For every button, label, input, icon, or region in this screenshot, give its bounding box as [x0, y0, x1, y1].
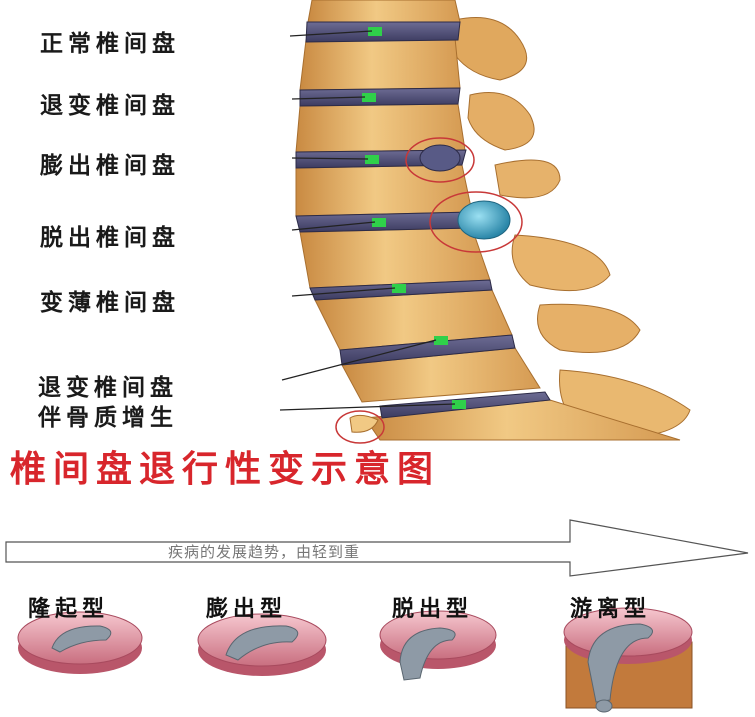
stage-illustration-3 [379, 610, 497, 681]
label-degenerated-spur-1: 退变椎间盘 [38, 374, 178, 401]
stage-illustration-2 [197, 613, 327, 676]
stage-label-2: 膨出型 [206, 597, 288, 622]
bone-spur [349, 414, 379, 433]
label-normal-disc: 正常椎间盘 [40, 30, 180, 57]
stage-illustration-1 [17, 611, 143, 674]
bulging-nucleus [419, 144, 461, 172]
label-herniated-disc: 脱出椎间盘 [40, 224, 180, 251]
stage-label-1: 隆起型 [28, 597, 110, 622]
stage-label-3: 脱出型 [392, 597, 474, 622]
trend-label: 疾病的发展趋势，由轻到重 [168, 543, 361, 561]
stage-illustration-4 [563, 607, 693, 713]
stage-label-4: 游离型 [570, 597, 652, 622]
nucleus-markers [362, 27, 466, 409]
leader-lines [279, 30, 456, 411]
diagram-title: 椎间盘退行性变示意图 [10, 449, 441, 490]
highlight-circles [335, 137, 523, 444]
herniated-nucleus [457, 200, 511, 240]
label-thinned-disc: 变薄椎间盘 [40, 289, 180, 316]
label-degenerated-spur-2: 伴骨质增生 [38, 404, 178, 431]
trend-arrow [5, 519, 749, 577]
label-degenerated-disc: 退变椎间盘 [40, 92, 180, 119]
label-bulging-disc: 膨出椎间盘 [40, 152, 180, 179]
